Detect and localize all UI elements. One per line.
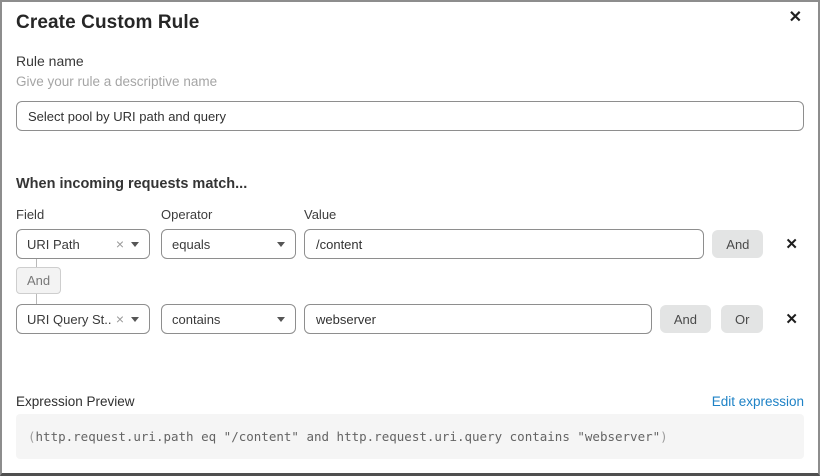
and-button-row1[interactable]: And xyxy=(712,230,764,258)
match-section-heading: When incoming requests match... xyxy=(16,176,248,192)
row-connector: And xyxy=(16,259,804,304)
field-column-label: Field xyxy=(16,207,45,222)
expression-preview-header: Expression Preview Edit expression xyxy=(16,394,804,409)
or-button-row2[interactable]: Or xyxy=(720,305,764,333)
dialog-title: Create Custom Rule xyxy=(16,12,200,33)
field-select-row2[interactable]: URI Query St... × xyxy=(16,304,150,334)
operator-select-row2[interactable]: contains xyxy=(161,304,296,334)
column-labels: Field Operator Value xyxy=(16,207,804,222)
clear-icon[interactable]: × xyxy=(115,311,124,327)
value-input-row2[interactable] xyxy=(304,304,652,334)
close-icon[interactable]: ✕ xyxy=(788,9,802,26)
code-open-paren: ( xyxy=(28,429,36,444)
code-close-paren: ) xyxy=(660,429,668,444)
chevron-down-icon xyxy=(131,241,139,247)
expression-code: http.request.uri.path eq "/content" and … xyxy=(35,429,661,444)
operator-column-label: Operator xyxy=(161,207,213,222)
field-select-row1[interactable]: URI Path × xyxy=(16,229,150,259)
rule-name-input[interactable] xyxy=(16,101,804,131)
clear-icon[interactable]: × xyxy=(115,236,124,252)
delete-row1-icon[interactable]: ✕ xyxy=(785,235,798,253)
connector-line xyxy=(36,259,37,267)
rule-name-helper: Give your rule a descriptive name xyxy=(16,74,218,89)
chevron-down-icon xyxy=(131,316,139,322)
connector-line xyxy=(36,294,37,304)
delete-row2-icon[interactable]: ✕ xyxy=(785,310,798,328)
and-connector-badge: And xyxy=(16,267,62,294)
dialog-header: Create Custom Rule ✕ xyxy=(16,2,804,35)
field-select-row1-value: URI Path xyxy=(27,236,80,252)
operator-select-row1-value: equals xyxy=(172,236,211,252)
condition-row-1: URI Path × equals And ✕ xyxy=(16,229,804,259)
chevron-down-icon xyxy=(277,316,285,322)
rule-name-label: Rule name xyxy=(16,53,84,69)
value-input-row1[interactable] xyxy=(304,229,705,259)
expression-preview-label: Expression Preview xyxy=(16,394,135,409)
operator-select-row2-value: contains xyxy=(172,311,221,327)
edit-expression-link[interactable]: Edit expression xyxy=(711,394,804,409)
chevron-down-icon xyxy=(277,241,285,247)
expression-code-box: (http.request.uri.path eq "/content" and… xyxy=(16,414,804,459)
field-select-row2-value: URI Query St... xyxy=(27,311,112,327)
value-column-label: Value xyxy=(304,207,337,222)
and-button-row2[interactable]: And xyxy=(659,305,711,333)
condition-row-2: URI Query St... × contains And Or ✕ xyxy=(16,304,804,334)
operator-select-row1[interactable]: equals xyxy=(161,229,296,259)
